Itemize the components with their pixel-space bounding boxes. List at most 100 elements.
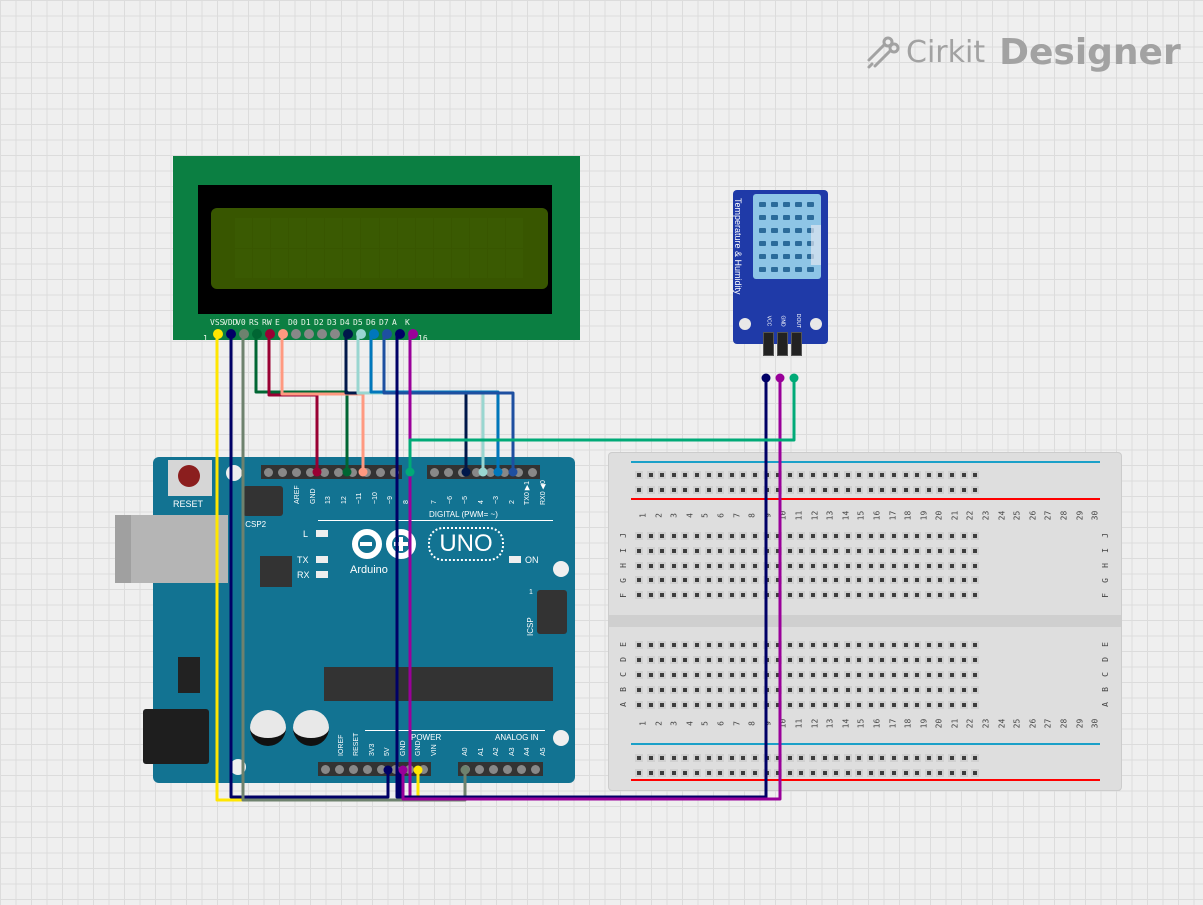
breadboard-hole[interactable]: [915, 549, 920, 553]
breadboard-hole[interactable]: [857, 771, 862, 775]
breadboard-hole[interactable]: [683, 703, 688, 707]
breadboard-hole[interactable]: [799, 488, 804, 492]
breadboard-hole[interactable]: [810, 473, 815, 477]
breadboard-hole[interactable]: [752, 578, 757, 582]
breadboard-hole[interactable]: [776, 549, 781, 553]
breadboard-hole[interactable]: [718, 549, 723, 553]
breadboard-hole[interactable]: [810, 578, 815, 582]
breadboard-hole[interactable]: [799, 673, 804, 677]
breadboard-hole[interactable]: [776, 473, 781, 477]
header-pin[interactable]: [321, 764, 330, 774]
breadboard-hole[interactable]: [671, 549, 676, 553]
breadboard-hole[interactable]: [648, 534, 653, 538]
breadboard-hole[interactable]: [961, 534, 966, 538]
breadboard-hole[interactable]: [683, 643, 688, 647]
breadboard-hole[interactable]: [799, 771, 804, 775]
header-pin[interactable]: [306, 467, 315, 477]
breadboard-hole[interactable]: [834, 643, 839, 647]
breadboard-hole[interactable]: [671, 564, 676, 568]
breadboard-hole[interactable]: [787, 771, 792, 775]
breadboard-hole[interactable]: [648, 549, 653, 553]
breadboard-hole[interactable]: [926, 578, 931, 582]
breadboard-hole[interactable]: [706, 643, 711, 647]
breadboard-hole[interactable]: [857, 673, 862, 677]
dht-pin-vcc[interactable]: [763, 332, 774, 356]
breadboard-hole[interactable]: [787, 673, 792, 677]
breadboard-hole[interactable]: [648, 488, 653, 492]
breadboard-hole[interactable]: [892, 643, 897, 647]
wire-endpoint[interactable]: [398, 765, 408, 775]
breadboard-hole[interactable]: [915, 473, 920, 477]
breadboard-hole[interactable]: [915, 488, 920, 492]
breadboard-hole[interactable]: [926, 756, 931, 760]
breadboard-hole[interactable]: [694, 593, 699, 597]
breadboard-hole[interactable]: [868, 488, 873, 492]
header-pin[interactable]: [500, 467, 509, 477]
wire-lcd-d6[interactable]: [369, 333, 500, 472]
breadboard-hole[interactable]: [892, 564, 897, 568]
breadboard-hole[interactable]: [706, 488, 711, 492]
breadboard-hole[interactable]: [729, 673, 734, 677]
breadboard-hole[interactable]: [787, 473, 792, 477]
dht-pin-gnd[interactable]: [777, 332, 788, 356]
breadboard-hole[interactable]: [950, 578, 955, 582]
breadboard-hole[interactable]: [671, 643, 676, 647]
wire-lcd-a[interactable]: [395, 333, 402, 799]
breadboard-hole[interactable]: [822, 703, 827, 707]
breadboard-hole[interactable]: [706, 703, 711, 707]
breadboard-hole[interactable]: [637, 658, 641, 662]
breadboard-hole[interactable]: [857, 703, 862, 707]
breadboard-hole[interactable]: [892, 658, 897, 662]
breadboard-hole[interactable]: [706, 578, 711, 582]
breadboard-hole[interactable]: [810, 488, 815, 492]
breadboard-hole[interactable]: [961, 488, 966, 492]
breadboard-hole[interactable]: [752, 593, 757, 597]
header-pin[interactable]: [430, 467, 439, 477]
header-pin[interactable]: [264, 467, 273, 477]
header-pin[interactable]: [376, 467, 385, 477]
breadboard-hole[interactable]: [752, 703, 757, 707]
breadboard-hole[interactable]: [671, 488, 676, 492]
breadboard-hole[interactable]: [648, 473, 653, 477]
breadboard-hole[interactable]: [880, 549, 885, 553]
breadboard-hole[interactable]: [834, 771, 839, 775]
breadboard-hole[interactable]: [868, 593, 873, 597]
breadboard-hole[interactable]: [718, 643, 723, 647]
breadboard-hole[interactable]: [694, 488, 699, 492]
breadboard-hole[interactable]: [903, 593, 908, 597]
breadboard-hole[interactable]: [880, 658, 885, 662]
breadboard-hole[interactable]: [857, 658, 862, 662]
breadboard-hole[interactable]: [926, 564, 931, 568]
breadboard-hole[interactable]: [718, 703, 723, 707]
breadboard-hole[interactable]: [741, 488, 746, 492]
breadboard-hole[interactable]: [857, 643, 862, 647]
breadboard-hole[interactable]: [799, 593, 804, 597]
breadboard-hole[interactable]: [694, 756, 699, 760]
breadboard-hole[interactable]: [915, 534, 920, 538]
breadboard-hole[interactable]: [950, 643, 955, 647]
breadboard-hole[interactable]: [637, 488, 641, 492]
breadboard-hole[interactable]: [961, 473, 966, 477]
lcd-pin-d0[interactable]: [291, 329, 301, 339]
lcd-pin-d6[interactable]: [369, 329, 379, 339]
wire-lcd-rw[interactable]: [267, 333, 319, 472]
breadboard-hole[interactable]: [938, 756, 943, 760]
breadboard-hole[interactable]: [660, 534, 665, 538]
breadboard-hole[interactable]: [683, 673, 688, 677]
breadboard-hole[interactable]: [950, 688, 955, 692]
breadboard-hole[interactable]: [950, 473, 955, 477]
header-pin[interactable]: [531, 764, 540, 774]
breadboard-hole[interactable]: [694, 534, 699, 538]
breadboard-hole[interactable]: [683, 488, 688, 492]
breadboard-hole[interactable]: [938, 593, 943, 597]
breadboard-hole[interactable]: [868, 549, 873, 553]
breadboard-hole[interactable]: [694, 673, 699, 677]
breadboard-hole[interactable]: [718, 688, 723, 692]
breadboard-hole[interactable]: [741, 534, 746, 538]
breadboard-hole[interactable]: [787, 564, 792, 568]
breadboard-hole[interactable]: [961, 564, 966, 568]
breadboard-hole[interactable]: [671, 703, 676, 707]
breadboard-hole[interactable]: [892, 549, 897, 553]
breadboard-hole[interactable]: [787, 578, 792, 582]
